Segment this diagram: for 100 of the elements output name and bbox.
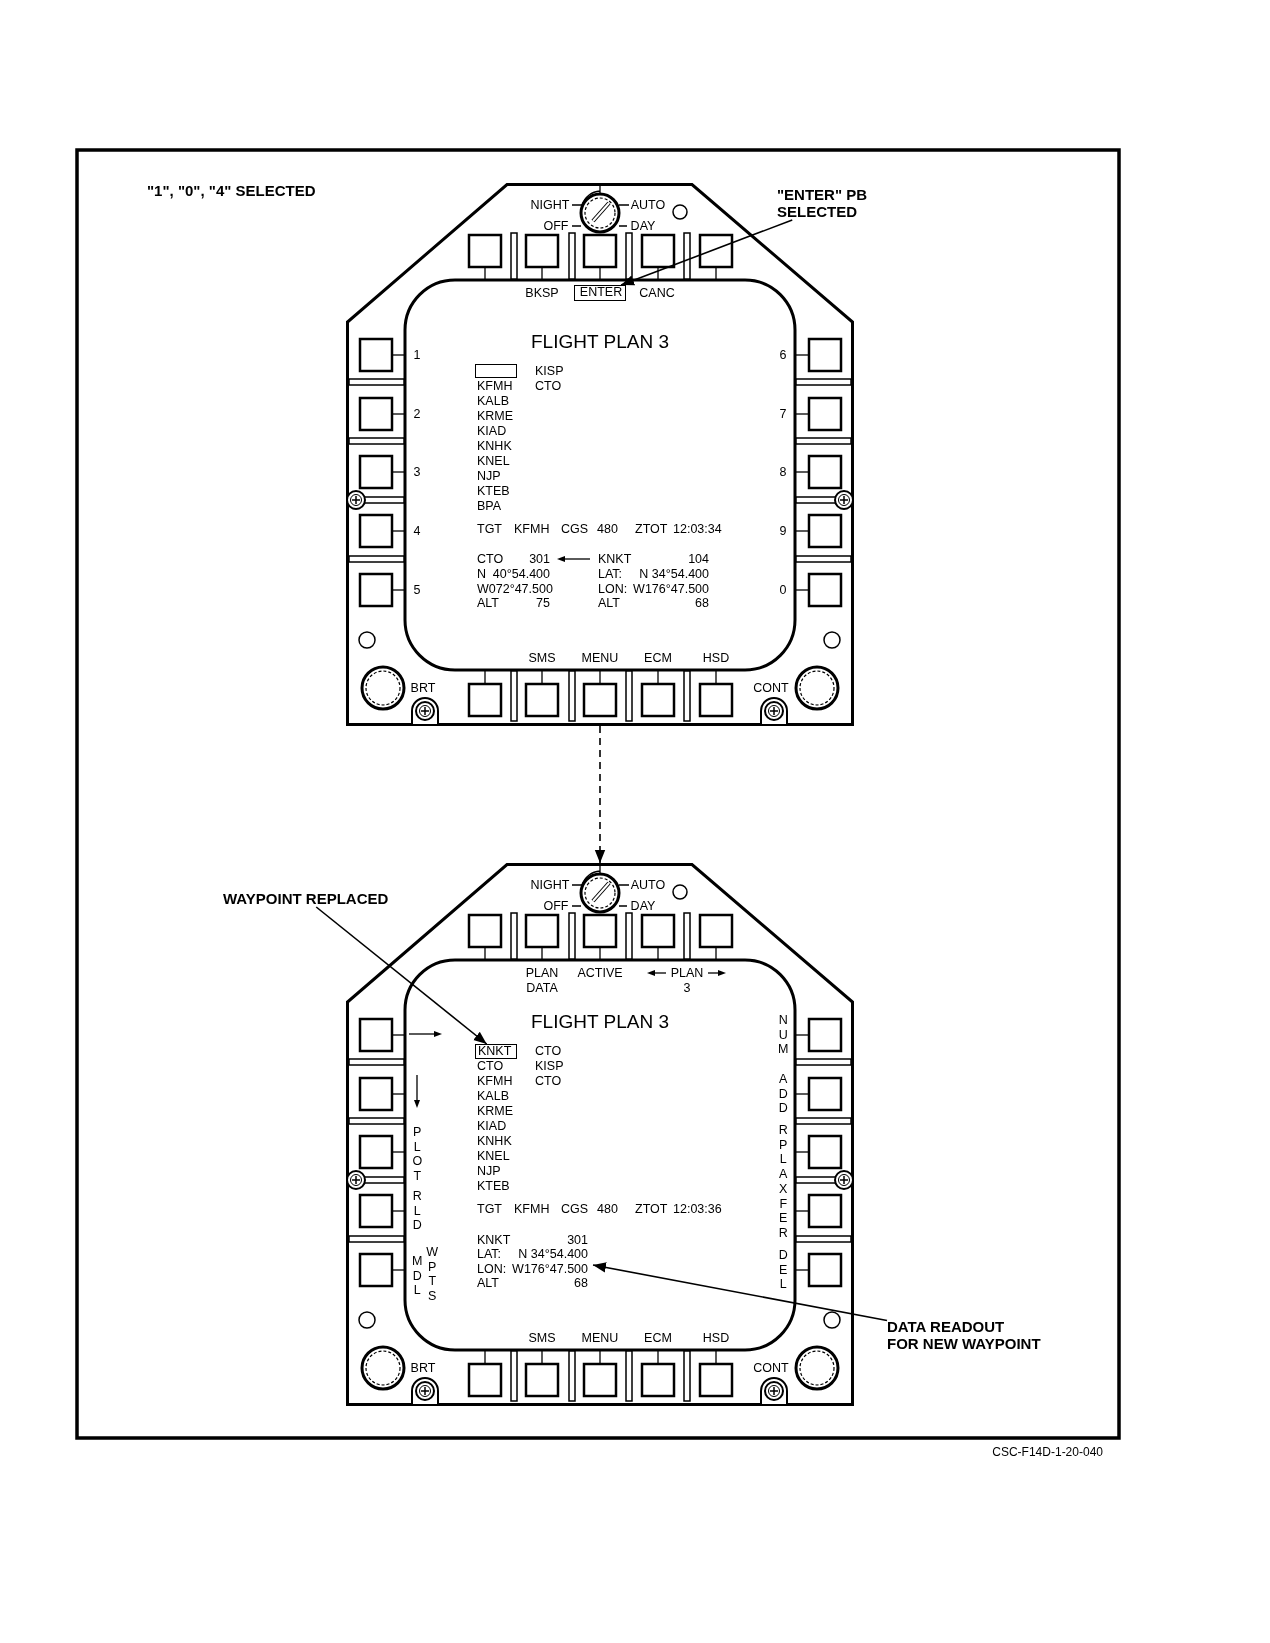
waypoint-code: KRME — [477, 409, 514, 423]
softkey-label: ACTIVE — [577, 966, 623, 980]
softkey-label: SMS — [528, 651, 556, 665]
switch-position-label: DAY — [630, 219, 656, 233]
data-field: LON: — [477, 1262, 507, 1276]
data-field: 480 — [597, 522, 618, 536]
data-field: 12:03:36 — [673, 1202, 722, 1216]
key-number: 5 — [413, 583, 421, 597]
waypoint-code: KTEB — [477, 484, 510, 498]
waypoint-code: KALB — [477, 394, 509, 408]
knob-label: CONT — [753, 1361, 789, 1375]
waypoint-code: KALB — [477, 1089, 509, 1103]
softkey-label: ECM — [644, 1331, 672, 1345]
figure-number: CSC-F14D-1-20-040 — [992, 1446, 1103, 1458]
data-field: LON: — [598, 582, 628, 596]
switch-position-label: NIGHT — [530, 878, 570, 892]
switch-position-label: AUTO — [630, 878, 666, 892]
knob-label: CONT — [753, 681, 789, 695]
softkey-label: PLAN 3 — [670, 966, 704, 996]
softkey-label: MENU — [581, 651, 619, 665]
waypoint-code: KNEL — [477, 454, 510, 468]
switch-position-label: OFF — [543, 219, 569, 233]
data-field: CTO — [477, 552, 504, 566]
key-number: 7 — [779, 407, 787, 421]
waypoint-code: KNEL — [477, 1149, 510, 1163]
softkey-label: RPLA — [776, 1123, 790, 1181]
data-field: 75 — [536, 596, 550, 610]
data-field: 104 — [688, 552, 709, 566]
waypoint-code: CTO — [535, 379, 562, 393]
data-field: CGS — [561, 1202, 589, 1216]
switch-position-label: DAY — [630, 899, 656, 913]
data-field: 68 — [695, 596, 709, 610]
waypoint-code: KFMH — [477, 379, 513, 393]
softkey-label: ECM — [644, 651, 672, 665]
callout-text: WAYPOINT REPLACED — [223, 890, 389, 907]
softkey-label: MDL — [410, 1254, 424, 1298]
data-field: 12:03:34 — [673, 522, 722, 536]
waypoint-code: KFMH — [477, 1074, 513, 1088]
data-field: 68 — [574, 1276, 588, 1290]
key-number: 4 — [413, 524, 421, 538]
highlighted-waypoint: KNKT — [475, 1044, 517, 1059]
data-field: N 34°54.400 — [518, 1247, 588, 1261]
data-field: 301 — [567, 1233, 588, 1247]
key-number: 9 — [779, 524, 787, 538]
softkey-label: XFER — [776, 1182, 790, 1240]
waypoint-code: NJP — [477, 1164, 501, 1178]
leader-line — [315, 906, 488, 1045]
data-field: TGT — [477, 522, 502, 536]
data-field: ZTOT — [635, 522, 668, 536]
arrow — [594, 725, 606, 864]
softkey-label: SMS — [528, 1331, 556, 1345]
switch-position-label: AUTO — [630, 198, 666, 212]
leader-line — [592, 1262, 888, 1322]
key-number: 3 — [413, 465, 421, 479]
data-field: N — [477, 567, 487, 581]
data-field: W176°47.500 — [512, 1262, 588, 1276]
data-field: 301 — [529, 552, 550, 566]
waypoint-code: CTO — [477, 1059, 504, 1073]
softkey-label: WPTS — [425, 1245, 439, 1303]
data-field: LAT: — [477, 1247, 502, 1261]
data-field: ALT — [477, 596, 499, 610]
waypoint-code: KIAD — [477, 424, 507, 438]
key-number: 2 — [413, 407, 421, 421]
waypoint-code: KNHK — [477, 439, 512, 453]
knob-label: BRT — [410, 681, 436, 695]
knob-label: BRT — [410, 1361, 436, 1375]
softkey-label: HSD — [702, 651, 730, 665]
data-field: CGS — [561, 522, 589, 536]
softkey-label: CANC — [639, 286, 675, 300]
waypoint-code: KTEB — [477, 1179, 510, 1193]
softkey-label: MENU — [581, 1331, 619, 1345]
switch-position-label: OFF — [543, 899, 569, 913]
waypoint-code: KISP — [535, 364, 564, 378]
waypoint-code: KISP — [535, 1059, 564, 1073]
highlighted-softkey-label: ENTER — [574, 285, 626, 301]
callout-text: DATA READOUT FOR NEW WAYPOINT — [887, 1318, 1041, 1352]
data-field: ZTOT — [635, 1202, 668, 1216]
data-field: TGT — [477, 1202, 502, 1216]
softkey-label: HSD — [702, 1331, 730, 1345]
data-field: N 34°54.400 — [639, 567, 709, 581]
key-number: 1 — [413, 348, 421, 362]
waypoint-code: KRME — [477, 1104, 514, 1118]
entry-field — [475, 364, 517, 378]
softkey-label: DEL — [776, 1248, 790, 1292]
switch-position-label: NIGHT — [530, 198, 570, 212]
heading-text: "1", "0", "4" SELECTED — [147, 182, 316, 198]
waypoint-code: CTO — [535, 1074, 562, 1088]
data-field: ALT — [477, 1276, 499, 1290]
softkey-label: PLOT — [410, 1125, 424, 1183]
callout-text: "ENTER" PB SELECTED — [777, 186, 897, 220]
key-number: 0 — [779, 583, 787, 597]
waypoint-code: BPA — [477, 499, 502, 513]
softkey-label: NUM — [776, 1013, 790, 1057]
page-title: FLIGHT PLAN 3 — [531, 1011, 669, 1031]
waypoint-code: CTO — [535, 1044, 562, 1058]
data-field: KNKT — [477, 1233, 511, 1247]
waypoint-code: KNHK — [477, 1134, 512, 1148]
data-field: KFMH — [514, 1202, 550, 1216]
softkey-label: PLAN DATA — [525, 966, 559, 996]
key-number: 6 — [779, 348, 787, 362]
